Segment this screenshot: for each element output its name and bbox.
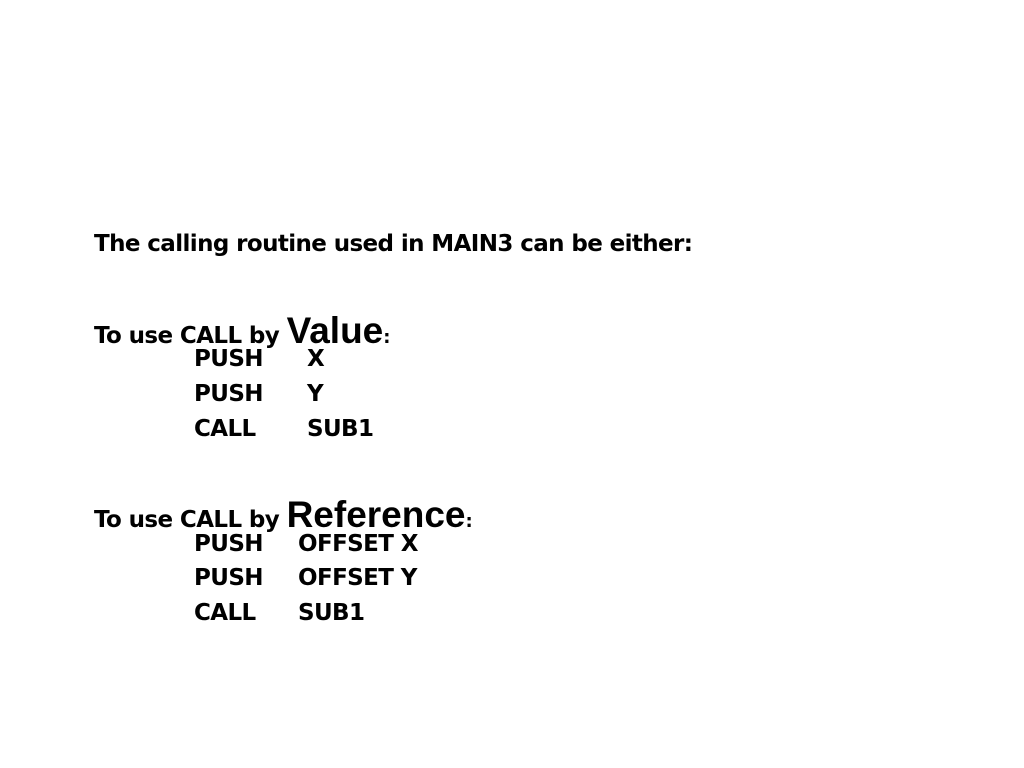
code-op: PUSH [194, 565, 264, 591]
code-arg: Y [307, 381, 324, 407]
code-op: PUSH [194, 531, 264, 557]
code-op: CALL [194, 600, 256, 626]
by-reference-heading: To use CALL by Reference: [94, 494, 473, 536]
code-arg: SUB1 [307, 416, 374, 442]
code-line: PUSH X [0, 346, 1024, 376]
by-reference-prefix: To use CALL by [94, 507, 287, 533]
code-arg: OFFSET X [298, 531, 418, 557]
by-value-colon: : [383, 327, 390, 348]
code-op: CALL [194, 416, 256, 442]
code-op: PUSH [194, 346, 264, 372]
by-value-keyword: Value [286, 310, 384, 351]
code-line: PUSH OFFSET Y [0, 565, 1024, 595]
by-value-heading: To use CALL by Value: [94, 310, 390, 352]
code-op: PUSH [194, 381, 264, 407]
code-line: PUSH OFFSET X [0, 531, 1024, 561]
by-reference-colon: : [465, 511, 473, 532]
by-reference-keyword: Reference [286, 494, 466, 535]
code-line: CALL SUB1 [0, 416, 1024, 446]
by-value-prefix: To use CALL by [94, 323, 287, 349]
intro-text: The calling routine used in MAIN3 can be… [94, 231, 693, 257]
code-arg: SUB1 [298, 600, 365, 626]
code-line: PUSH Y [0, 381, 1024, 411]
code-arg: X [307, 346, 325, 372]
code-line: CALL SUB1 [0, 600, 1024, 630]
code-arg: OFFSET Y [298, 565, 417, 591]
